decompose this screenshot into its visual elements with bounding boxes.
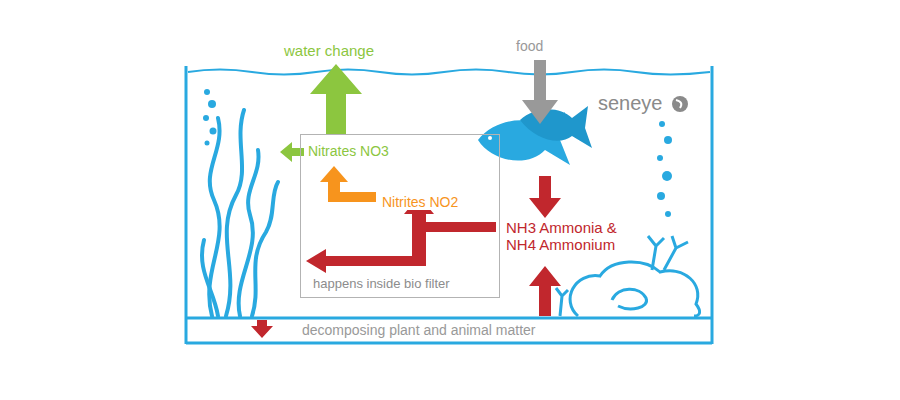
compound-label: Nitrites NO2 — [380, 194, 460, 210]
decompose-arrow — [529, 266, 561, 316]
compound-label: NH3 Ammonia & NH4 Ammonium — [504, 220, 636, 253]
nitrite-arrow — [320, 166, 376, 202]
bubbles — [203, 89, 672, 217]
flow-label: water change — [282, 42, 376, 59]
logo-mark — [676, 100, 681, 108]
compound-label: Nitrites NO2 — [380, 194, 460, 210]
waste-arrow — [529, 176, 561, 218]
flow-label: food — [514, 38, 545, 54]
compound-label: NH3 Ammonia & NH4 Ammonium — [504, 220, 636, 253]
compound-label: Nitrates NO3 — [306, 143, 391, 159]
flow-label: water change — [282, 42, 376, 59]
logo-mark — [672, 96, 688, 112]
process-label: decomposing plant and animal matter — [300, 322, 537, 338]
settle-arrow — [251, 320, 273, 338]
ammonia-arrow — [306, 249, 426, 273]
box-caption: happens inside bio filter — [311, 276, 452, 291]
plants — [202, 110, 278, 316]
food-arrow — [522, 60, 558, 124]
tank-outline — [186, 66, 712, 344]
logo-wordmark: seneye — [596, 92, 665, 115]
compound-label: Nitrates NO3 — [306, 143, 391, 159]
logo-wordmark: seneye — [596, 92, 665, 115]
flow-label: food — [514, 38, 545, 54]
process-label: decomposing plant and animal matter — [300, 322, 537, 338]
water-change-arrow — [310, 64, 362, 134]
